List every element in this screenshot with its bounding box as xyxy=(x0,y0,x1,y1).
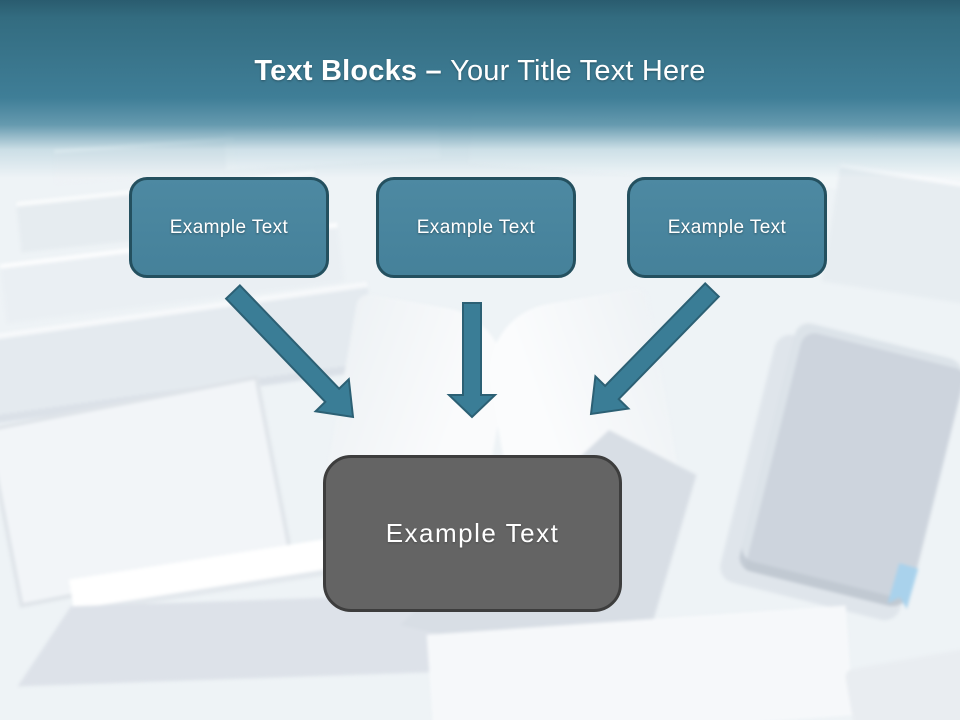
title-regular-part: Your Title Text Here xyxy=(450,55,706,87)
arrow-diagonal-down-left-icon[interactable] xyxy=(589,281,721,416)
slide-title[interactable]: Text Blocks – Your Title Text Here xyxy=(0,55,960,88)
text-block-3-label: Example Text xyxy=(667,216,787,238)
center-text-block-label: Example Text xyxy=(385,518,560,548)
text-block-3[interactable]: Example Text xyxy=(627,177,827,278)
text-block-2-label: Example Text xyxy=(416,216,536,238)
title-banner xyxy=(0,0,960,178)
text-block-2[interactable]: Example Text xyxy=(376,177,576,278)
title-bold-part: Text Blocks xyxy=(254,55,418,87)
center-text-block[interactable]: Example Text xyxy=(323,455,622,612)
arrow-straight-down-icon[interactable] xyxy=(446,302,498,419)
text-block-1[interactable]: Example Text xyxy=(129,177,329,278)
arrow-diagonal-down-right-icon[interactable] xyxy=(224,283,355,419)
title-separator: – xyxy=(417,55,451,87)
text-block-1-label: Example Text xyxy=(169,216,289,238)
